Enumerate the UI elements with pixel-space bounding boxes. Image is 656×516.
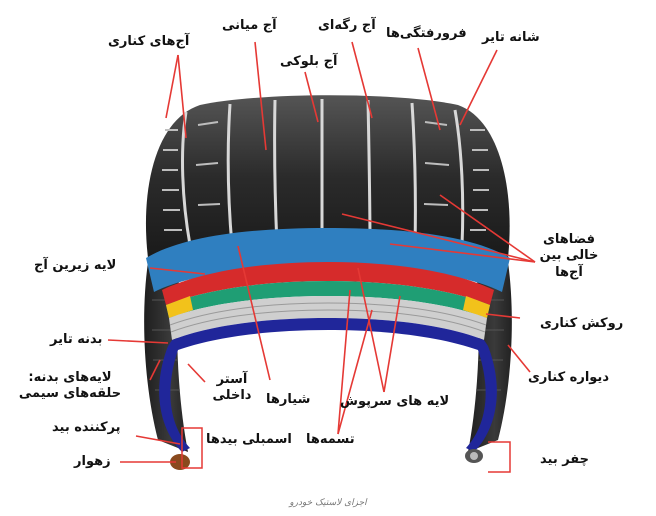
label-inner-liner-line2: داخلی (212, 388, 252, 404)
label-body-plies-line1: لایه‌های بدنه: (28, 370, 112, 385)
label-tire-body: بدنه تایر (50, 332, 103, 347)
label-rib-tread: آج رگه‌ای (318, 18, 376, 33)
label-body-plies-line2: حلقه‌های سیمی (18, 386, 122, 402)
label-block-tread: آج بلوکی (280, 54, 338, 69)
label-tread-gaps: فضاهای خالی بین آج‌ها (538, 232, 600, 281)
label-bead-filler: پرکننده بید (52, 420, 121, 435)
left-bead (170, 454, 190, 470)
label-tread-gaps-line3: آج‌ها (555, 264, 583, 280)
label-center-tread: آج میانی (222, 18, 277, 33)
label-side-cover: روکش کناری (540, 316, 624, 331)
label-cap-plies: لایه های سرپوش (340, 394, 450, 409)
leader-lines (107, 41, 536, 463)
label-bead-chafer: چفر بید (540, 452, 590, 467)
bead-bracket-left (181, 427, 203, 469)
bead-bracket-right (488, 441, 511, 473)
label-tread-gaps-line2: خالی بین (539, 248, 599, 264)
label-sidewall: دیواره کناری (528, 370, 609, 385)
label-inner-liner: آستر داخلی (206, 372, 258, 405)
label-body-plies: لایه‌های بدنه: حلقه‌های سیمی (4, 370, 136, 403)
label-belts: تسمه‌ها (306, 432, 355, 447)
figure-caption: اجزای لاستیک خودرو (289, 498, 367, 508)
label-sub-tread-layer: لایه زیرین آج (34, 258, 117, 273)
undertread-layer (146, 228, 510, 292)
label-bead-assembly: اسمبلی بیدها (206, 432, 292, 447)
label-bead-toe: زهوار (74, 454, 111, 469)
label-shoulder-lugs: آج‌های کناری (108, 34, 190, 49)
label-tire-shoulder: شانه تایر (482, 30, 540, 45)
tread-crown (145, 95, 510, 258)
label-tread-gaps-line1: فضاهای (542, 232, 595, 247)
cap-yellow-right (463, 296, 490, 318)
label-grooves: فرورفتگی‌ها (386, 26, 467, 41)
cap-yellow-left (166, 296, 193, 318)
label-sipes: شیارها (266, 392, 311, 407)
tread-sipes (162, 121, 489, 231)
belt-green (166, 281, 490, 318)
label-inner-liner-line1: آستر (216, 372, 248, 387)
